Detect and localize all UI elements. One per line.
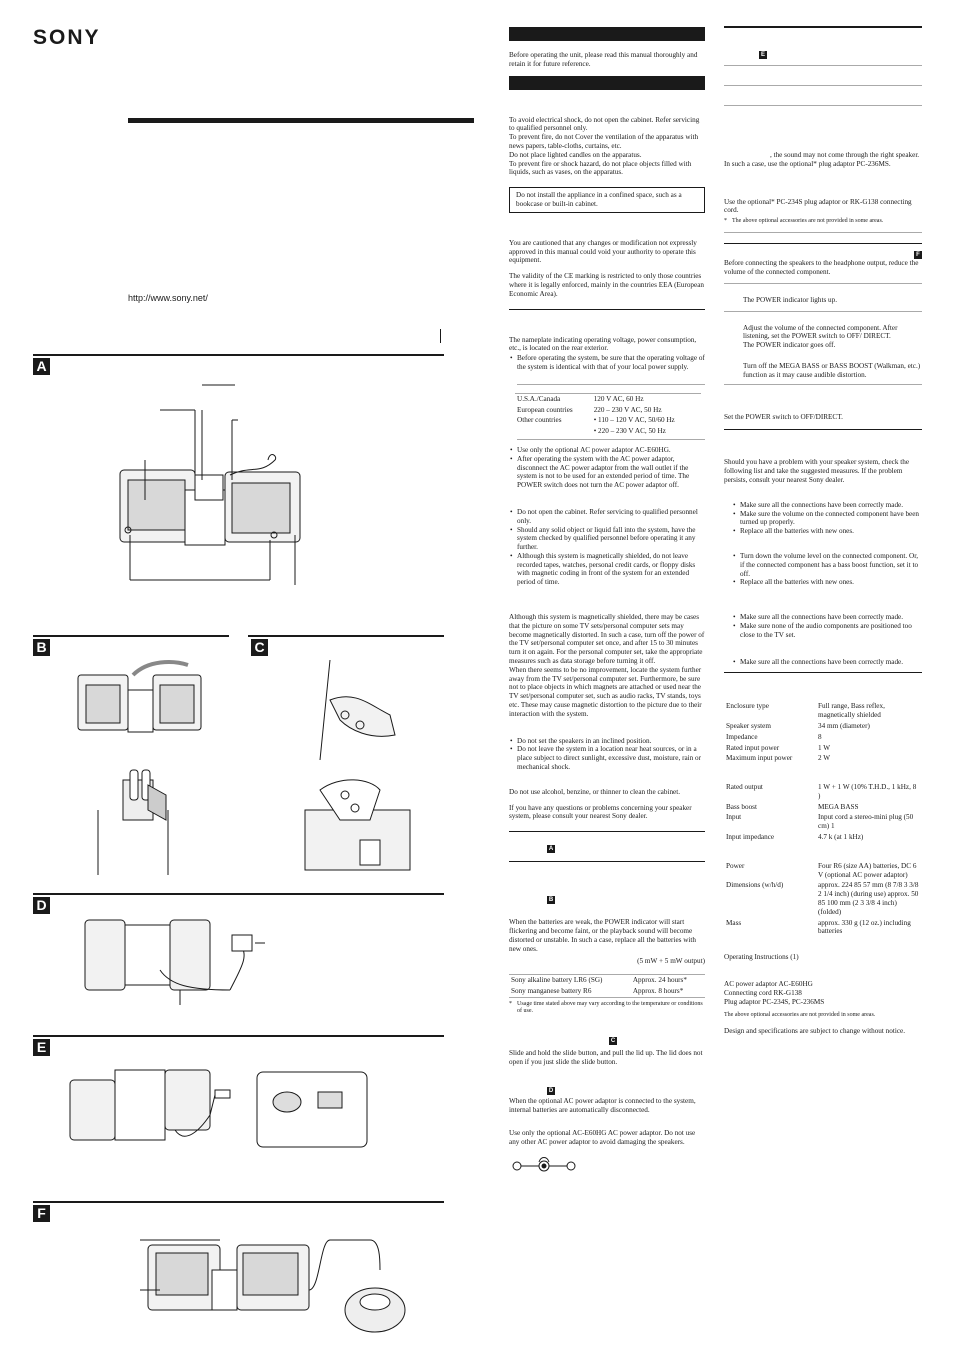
trouble-list-3: Make sure all the connections have been …: [724, 613, 922, 639]
ref-badge-f: F: [914, 251, 922, 260]
power-bullets: Use only the optional AC power adaptor A…: [509, 446, 705, 490]
title-box-marker: [440, 329, 441, 343]
battery-life-table: Sony alkaline battery LR6 (SG)Approx. 24…: [511, 976, 687, 995]
figure-e-connection-illustration: [69, 1069, 368, 1148]
monaural-text: , the sound may not come through the rig…: [724, 151, 920, 168]
title-rule: [128, 118, 474, 123]
batteries-rule: [509, 861, 705, 863]
figure-d-adaptor-illustration: [84, 919, 265, 1005]
figure-f-label: F: [33, 1205, 50, 1222]
figure-d-label: D: [33, 897, 50, 914]
trouble-intro: Should you have a problem with your spea…: [724, 458, 910, 484]
figure-f-rule: [33, 1201, 444, 1203]
figure-c-open-lid-illustration: [304, 659, 411, 871]
column-2: Before operating the unit, please read t…: [509, 27, 705, 1178]
intro-text: Before operating the unit, please read t…: [509, 51, 698, 68]
figure-c-label: C: [251, 639, 268, 656]
usage-note: *Usage time stated above may vary accord…: [509, 1000, 703, 1015]
figure-b-label: B: [33, 639, 50, 656]
sony-logo: SONY: [33, 26, 101, 49]
trouble-list-4: Make sure all the connections have been …: [724, 658, 922, 667]
ce-text: The validity of the CE marking is restri…: [509, 272, 704, 298]
accessories-note: The above optional accessories are not p…: [724, 1012, 876, 1019]
battery-weak-text: When the batteries are weak, the POWER i…: [509, 918, 697, 953]
figure-e-label: E: [33, 1039, 50, 1056]
figure-a-rule: [33, 354, 444, 356]
figure-d-rule: [33, 893, 444, 895]
ref-badge-c: C: [609, 1036, 617, 1045]
slide-text: Slide and hold the slide button, and pul…: [509, 1048, 703, 1066]
section-bar: [509, 27, 705, 41]
optional-text: Use the optional* PC-234S plug adaptor o…: [724, 197, 912, 215]
step-adjust: Adjust the volume of the connected compo…: [743, 323, 898, 350]
warning-text: To avoid electrical shock, do not open t…: [509, 115, 700, 177]
supplied-accessories: Operating Instructions (1): [724, 953, 799, 962]
safety-bullets: Do not open the cabinet. Refer servicing…: [509, 508, 705, 587]
figure-b-rule: [33, 635, 229, 637]
column-3: E , the sound may not come through the r…: [724, 26, 922, 1043]
trouble-list-2: Turn down the volume level on the connec…: [724, 552, 922, 587]
figure-a-label: A: [33, 358, 50, 375]
adaptor-only-text: Use only the optional AC-E60HG AC power …: [509, 1128, 696, 1146]
placement-bullets: Do not set the speakers in an inclined p…: [509, 737, 705, 772]
figure-a-speaker-illustration: [119, 384, 301, 585]
trouble-list-1: Make sure all the connections have been …: [724, 501, 922, 536]
nameplate-text: The nameplate indicating operating volta…: [509, 335, 697, 353]
output-note: (5 mW + 5 mW output): [637, 957, 705, 966]
figure-c-rule: [248, 635, 444, 637]
optional-note: *The above optional accessories are not …: [724, 218, 884, 225]
voltage-bullets: Before operating the system, be sure tha…: [509, 354, 705, 372]
design-note: Design and specifications are subject to…: [724, 1026, 906, 1035]
figure-e-rule: [33, 1035, 444, 1037]
figure-b-fold-illustration: [77, 660, 202, 875]
caution-text: You are cautioned that any changes or mo…: [509, 238, 697, 265]
ref-badge-e: E: [759, 51, 767, 59]
power-off-text: Set the POWER switch to OFF/DIRECT.: [724, 412, 843, 421]
setup-rule: [509, 831, 705, 833]
adaptor-connected-text: When the optional AC power adaptor is co…: [509, 1097, 696, 1115]
ref-badge-a: A: [547, 845, 555, 854]
sony-url[interactable]: http://www.sony.net/: [128, 293, 208, 303]
precautions-rule: [509, 308, 705, 310]
questions-text: If you have any questions or problems co…: [509, 803, 692, 821]
warning-bar: [509, 75, 705, 90]
optional-accessories: AC power adaptor AC-E60HG Connecting cor…: [724, 980, 825, 1006]
figure-f-headphone-connection-illustration: [140, 1239, 406, 1333]
step-power-on: The POWER indicator lights up.: [743, 295, 838, 304]
step-megabass: Turn off the MEGA BASS or BASS BOOST (Wa…: [743, 361, 921, 379]
install-warning-box: Do not install the appliance in a confin…: [509, 187, 705, 213]
before-connect-text: Before connecting the speakers to the he…: [724, 259, 919, 276]
magnetic-text: Although this system is magnetically shi…: [509, 613, 705, 718]
polarity-icon: [512, 1156, 576, 1172]
cleaning-text: Do not use alcohol, benzine, or thinner …: [509, 787, 681, 796]
ref-badge-d: D: [547, 1087, 555, 1096]
ref-badge-b: B: [547, 896, 555, 905]
